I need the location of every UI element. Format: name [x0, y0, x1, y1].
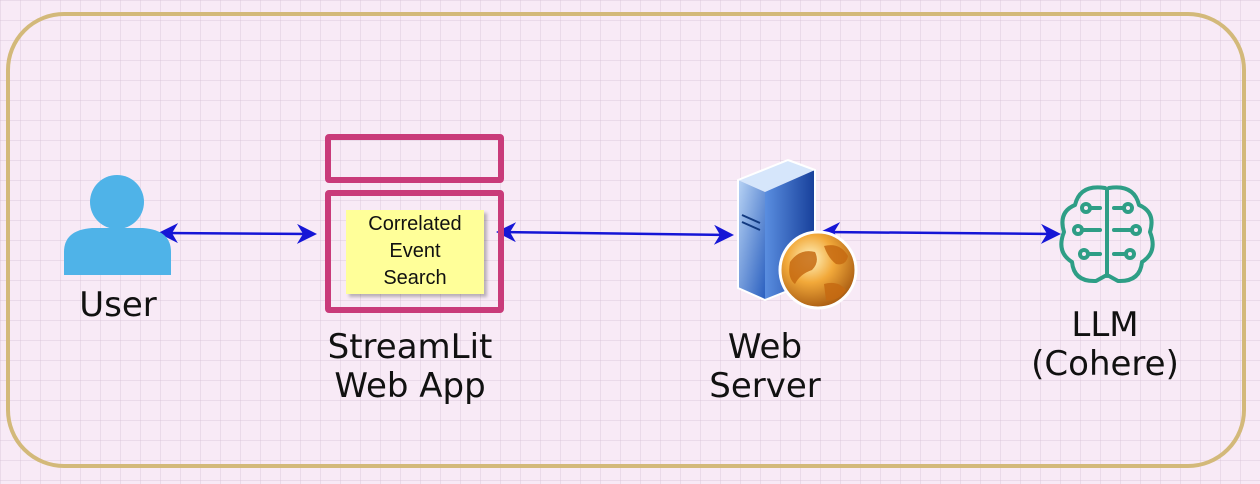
server-label-line2: Server: [709, 366, 821, 407]
diagram-frame: [6, 12, 1246, 468]
arrow-server-llm: [820, 222, 1061, 244]
webapp-label: StreamLit Web App: [290, 327, 530, 407]
llm-label: LLM (Cohere): [1005, 305, 1205, 385]
user-icon: [64, 175, 171, 275]
web-server-icon: [737, 158, 858, 310]
server-label: Web Server: [680, 327, 850, 407]
note-line-2: Event: [389, 240, 441, 262]
note-line-3: Search: [383, 267, 447, 289]
note-line-1: Correlated: [368, 213, 462, 235]
llm-label-line2: (Cohere): [1031, 344, 1179, 385]
server-label-line1: Web: [727, 327, 803, 367]
arrow-user-webapp: [158, 223, 317, 244]
llm-label-line1: LLM: [1071, 305, 1139, 345]
ml-brain-icon: [1059, 185, 1155, 284]
arrow-webapp-server: [496, 222, 734, 245]
user-label: User: [79, 285, 157, 325]
webapp-label-line1: StreamLit: [327, 327, 493, 367]
web-app-window-icon: [325, 134, 504, 313]
webapp-label-line2: Web App: [334, 366, 486, 407]
correlated-event-search-note: Correlated Event Search: [346, 210, 484, 294]
